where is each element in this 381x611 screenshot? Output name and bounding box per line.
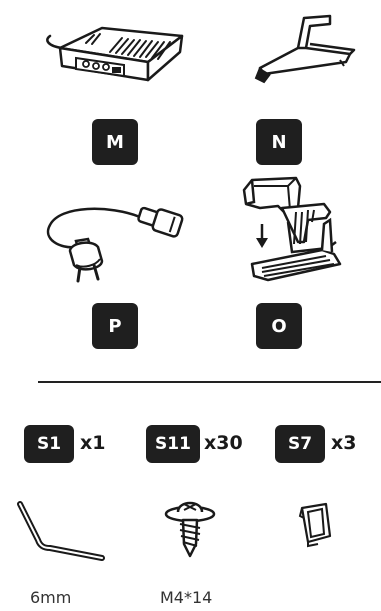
hardware-badge-s11: S11 [146, 425, 200, 463]
cable-clip-icon [296, 500, 336, 550]
allen-key-icon [8, 498, 108, 568]
hardware-quantity-s11: x30 [204, 432, 243, 454]
part-badge-m: M [92, 119, 138, 165]
part-badge-o: O [256, 303, 302, 349]
part-badge-p: P [92, 303, 138, 349]
part-badge-n: N [256, 119, 302, 165]
hardware-quantity-s1: x1 [80, 432, 105, 454]
section-divider [38, 381, 381, 383]
hardware-badge-s1: S1 [24, 425, 74, 463]
hardware-caption-s1: 6mm [30, 588, 71, 607]
hardware-badge-s7: S7 [275, 425, 325, 463]
hardware-caption-s11: M4*14 [160, 588, 212, 607]
control-box-icon [40, 18, 190, 93]
clip-bracket-icon [238, 172, 368, 288]
bracket-icon [250, 8, 360, 88]
power-cable-icon [40, 195, 190, 285]
hardware-quantity-s7: x3 [331, 432, 356, 454]
screw-icon [160, 490, 220, 560]
